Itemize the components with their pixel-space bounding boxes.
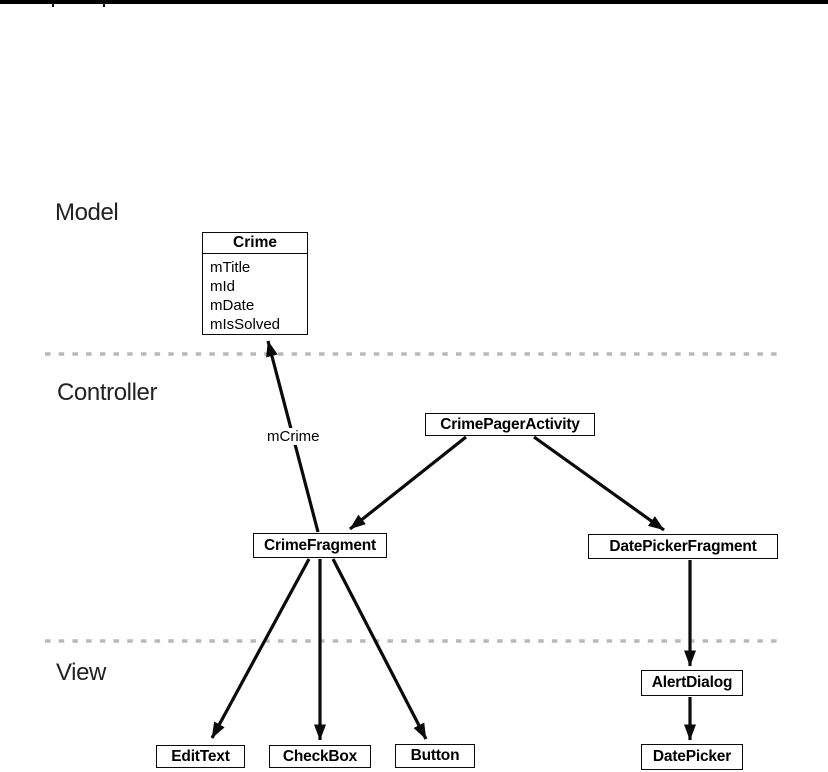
node-date-picker: DatePicker xyxy=(641,744,743,770)
ruler-tick xyxy=(52,3,54,7)
arrow-crimefragment-to-button xyxy=(331,558,428,740)
layer-label-view: View xyxy=(56,659,106,686)
node-alert-dialog: AlertDialog xyxy=(641,670,743,696)
class-box-crime: Crime mTitle mId mDate mIsSolved xyxy=(202,232,308,335)
node-edit-text: EditText xyxy=(156,745,245,768)
class-title-crime: Crime xyxy=(203,233,307,254)
node-button: Button xyxy=(395,744,475,768)
class-field-missolved: mIsSolved xyxy=(210,316,281,333)
class-fields-crime: mTitle mId mDate mIsSolved xyxy=(203,254,307,334)
node-date-picker-fragment: DatePickerFragment xyxy=(588,534,778,559)
class-field-mid: mId xyxy=(210,278,236,295)
arrow-crimefragment-to-edittext xyxy=(210,558,311,739)
layer-label-model: Model xyxy=(55,199,119,226)
node-crime-fragment: CrimeFragment xyxy=(253,533,387,558)
class-field-mdate: mDate xyxy=(210,297,255,314)
arrow-crimepageractivity-to-datepickerfragment xyxy=(533,435,665,532)
layer-label-controller: Controller xyxy=(57,379,158,406)
class-field-mtitle: mTitle xyxy=(210,259,251,276)
node-check-box: CheckBox xyxy=(269,745,371,768)
node-crime-pager-activity: CrimePagerActivity xyxy=(425,413,595,436)
page-top-edge-bar xyxy=(0,0,828,7)
edge-label-mcrime: mCrime xyxy=(265,428,322,445)
ruler-tick xyxy=(103,3,105,7)
arrow-crimepageractivity-to-crimefragment xyxy=(349,435,467,531)
